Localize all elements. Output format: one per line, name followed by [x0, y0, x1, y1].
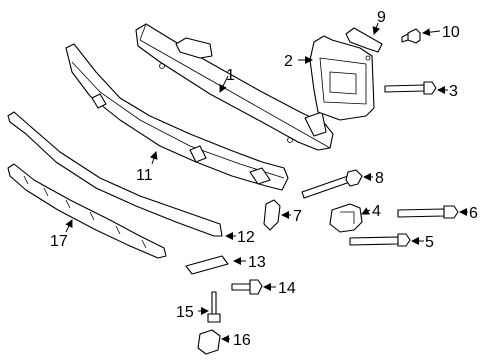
- bolt-part-14: [231, 279, 263, 295]
- callout-1: 1: [226, 67, 235, 84]
- callout-5: 5: [425, 234, 434, 251]
- callout-9: 9: [377, 9, 386, 26]
- callout-16: 16: [233, 332, 251, 349]
- clip-part-16: [197, 329, 221, 355]
- bolt-part-6: [397, 205, 459, 219]
- push-clip-part: [401, 28, 421, 44]
- small-bracket-part: [345, 27, 383, 53]
- callout-10: 10: [442, 24, 460, 41]
- bolt-part-3: [384, 81, 437, 95]
- callout-2: 2: [284, 53, 293, 70]
- leader-lines: [65, 22, 468, 343]
- reinforcement-beam-part: [135, 23, 334, 151]
- sleeve-part: [185, 255, 229, 275]
- bolt-part-8: [301, 169, 363, 199]
- callout-3: 3: [449, 83, 458, 100]
- callout-15: 15: [176, 304, 194, 321]
- callout-12: 12: [237, 229, 255, 246]
- bolt-part-5: [349, 233, 411, 247]
- callout-8: 8: [375, 170, 384, 187]
- bracket-part: [309, 35, 375, 121]
- callout-17: 17: [50, 233, 68, 250]
- callout-7: 7: [293, 208, 302, 225]
- lower-stiffener-part: [7, 111, 223, 237]
- energy-absorber-part: [65, 43, 289, 191]
- callout-labels: 1 2 3 4 5 6 7 8 9 10 11 12 13 14 15 16 1…: [50, 9, 478, 349]
- callout-4: 4: [372, 203, 381, 220]
- grille-support-part: [7, 163, 167, 259]
- clip-bracket-part-7: [263, 199, 281, 231]
- callout-11: 11: [136, 167, 153, 184]
- callout-6: 6: [469, 205, 478, 222]
- stud-part: [207, 291, 221, 323]
- callout-14: 14: [278, 280, 296, 297]
- callout-13: 13: [248, 254, 266, 271]
- mounting-bracket-part-4: [329, 203, 363, 233]
